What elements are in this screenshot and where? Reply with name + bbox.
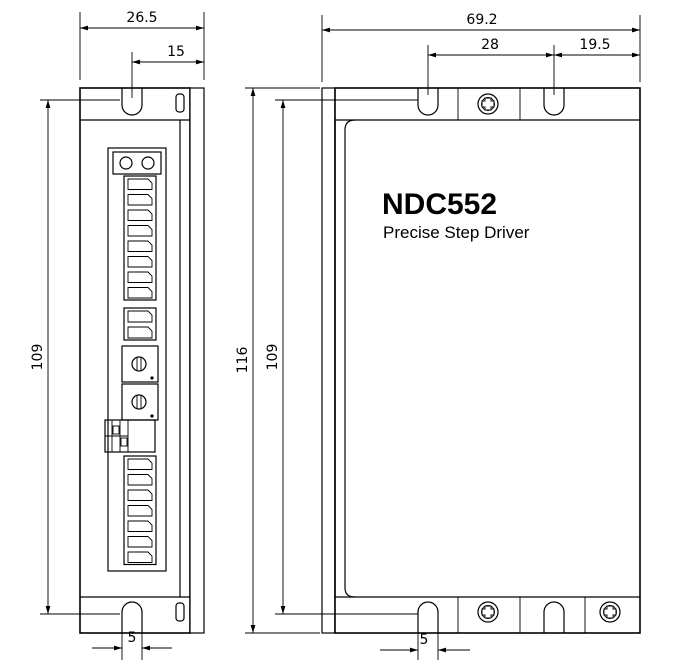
side-view <box>79 87 205 634</box>
front-panel-rounded <box>344 130 356 598</box>
dim-front-width: 69.2 <box>466 12 497 28</box>
dim-front-hole-right: 19.5 <box>579 37 610 53</box>
terminal-pin <box>127 474 153 486</box>
dim-front-slot-width: 5 <box>420 632 429 648</box>
front-dimensions: 69.2 28 19.5 116 109 5 <box>235 12 641 660</box>
side-flange <box>189 87 205 634</box>
side-tab-top <box>175 93 185 113</box>
front-top-slot <box>417 88 439 116</box>
terminal-block-lower <box>123 455 157 566</box>
led-icon <box>141 156 155 170</box>
screw-icon <box>477 601 499 623</box>
terminal-pin <box>127 551 153 563</box>
potentiometer-icon <box>131 394 147 410</box>
terminal-pin <box>127 194 153 206</box>
terminal-pin <box>127 310 153 323</box>
side-bottom-slot <box>121 601 143 633</box>
side-dimensions: 26.5 15 109 5 <box>30 10 205 660</box>
terminal-pin <box>127 520 153 532</box>
terminal-pin <box>127 326 153 339</box>
front-top-slot <box>543 88 565 116</box>
side-body-outline <box>79 87 191 634</box>
dim-side-height: 109 <box>30 344 46 371</box>
terminal-pin <box>127 536 153 548</box>
front-view: NDC552 Precise Step Driver <box>321 87 641 634</box>
screw-icon <box>477 93 499 115</box>
dim-side-slot-width: 5 <box>128 630 137 646</box>
dim-front-height-total: 116 <box>235 347 251 374</box>
front-panel-edge <box>334 119 356 597</box>
led-icon <box>119 156 133 170</box>
dim-front-height-holes: 109 <box>265 344 281 371</box>
terminal-pin <box>127 458 153 470</box>
product-model: NDC552 <box>382 188 497 221</box>
connector-panel <box>107 147 167 572</box>
product-description: Precise Step Driver <box>383 223 530 242</box>
dim-side-slot-offset: 15 <box>167 44 185 60</box>
terminal-pin <box>127 256 153 268</box>
front-bottom-slot <box>543 601 565 633</box>
terminal-pin <box>127 271 153 283</box>
screw-icon <box>599 601 621 623</box>
terminal-pin <box>127 225 153 237</box>
terminal-pin <box>127 287 153 299</box>
potentiometer-icon <box>131 356 147 372</box>
terminal-block-signal <box>123 307 157 341</box>
side-top-slot <box>121 88 143 116</box>
side-tab-bottom <box>175 602 185 622</box>
front-bottom-slot <box>417 601 439 633</box>
terminal-block-upper <box>123 175 157 301</box>
terminal-pin <box>127 209 153 221</box>
terminal-pin <box>127 505 153 517</box>
front-flange <box>321 87 336 634</box>
dim-side-width: 26.5 <box>126 10 157 26</box>
terminal-pin <box>127 240 153 252</box>
led-block <box>112 151 162 175</box>
terminal-pin <box>127 178 153 190</box>
front-body-outline <box>334 87 641 634</box>
terminal-pin <box>127 489 153 501</box>
dim-front-hole-spacing: 28 <box>481 37 499 53</box>
pot-housing <box>121 345 159 383</box>
